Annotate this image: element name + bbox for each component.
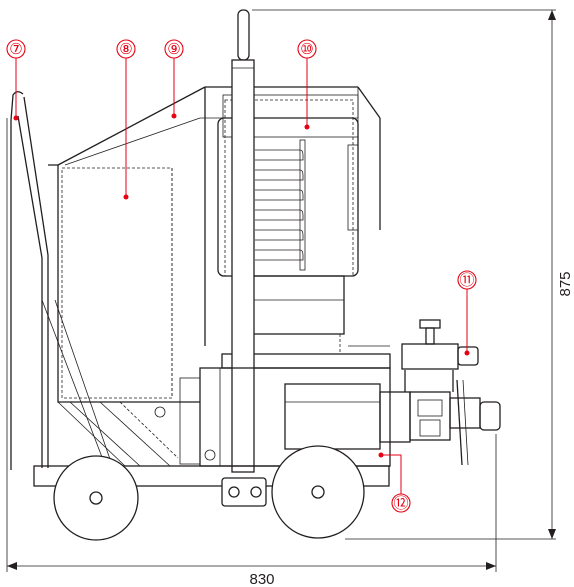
callout-9: ⑨ xyxy=(164,39,184,59)
callout-7-label: ⑦ xyxy=(9,40,22,58)
cart-handle xyxy=(10,91,113,470)
height-dimension-label: 875 xyxy=(557,271,574,296)
lifting-post xyxy=(231,9,255,473)
callout-10-label: ⑩ xyxy=(300,40,313,58)
callout-11-label: ⑪ xyxy=(459,271,474,289)
callout-10: ⑩ xyxy=(297,39,317,59)
callout-12-label: ⑫ xyxy=(393,494,408,512)
cart-base xyxy=(33,445,390,541)
callout-9-label: ⑨ xyxy=(167,40,180,58)
callout-leaders xyxy=(13,58,470,494)
callout-8: ⑧ xyxy=(116,39,136,59)
callout-11: ⑪ xyxy=(457,270,477,290)
valve-assembly xyxy=(401,319,501,466)
callout-8-label: ⑧ xyxy=(119,40,132,58)
width-dimension-label: 830 xyxy=(249,571,274,587)
dimension-lines xyxy=(6,9,556,572)
cooling-fins xyxy=(255,149,304,261)
callout-12: ⑫ xyxy=(391,493,411,513)
callout-7: ⑦ xyxy=(6,39,26,59)
